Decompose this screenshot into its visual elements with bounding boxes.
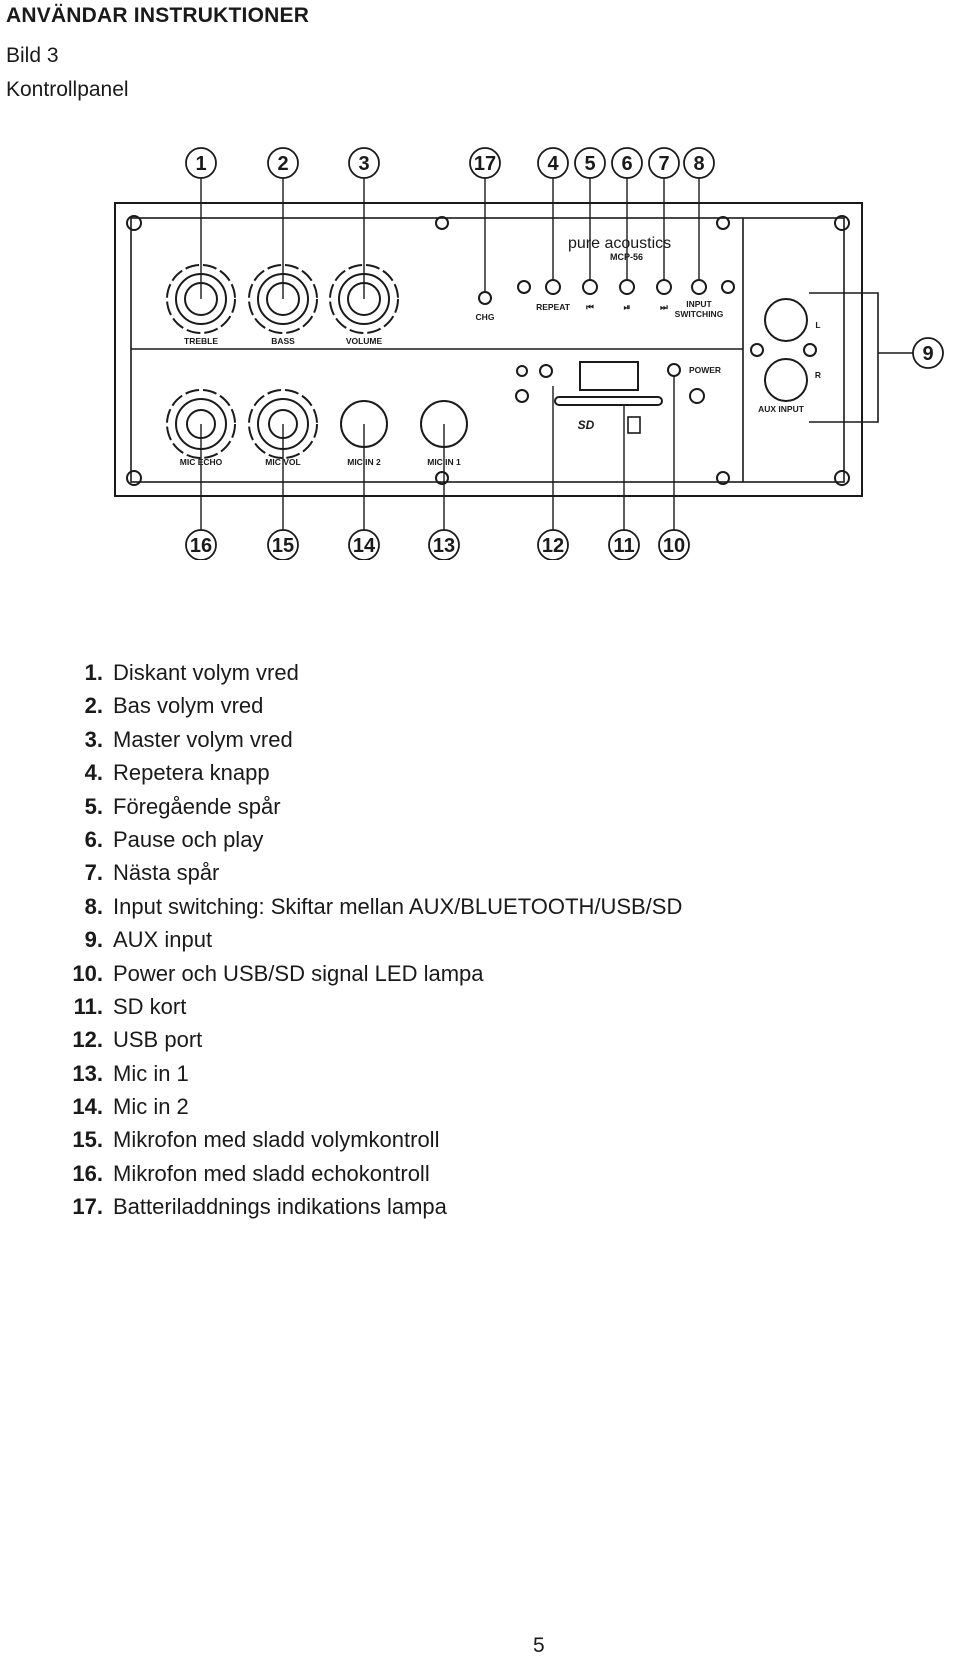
screw-holes	[126, 215, 850, 486]
prev-track-icon: ⏮	[586, 302, 594, 312]
list-item-number: 16.	[72, 1160, 103, 1186]
chg-led	[478, 291, 492, 305]
list-item-text: SD kort	[113, 993, 187, 1019]
callout-14: 14	[353, 535, 376, 557]
callout-16: 16	[190, 535, 212, 557]
callout-1: 1	[195, 153, 206, 175]
mic-in-2-label: MIC IN 2	[347, 457, 381, 467]
mic-vol-label: MIC VOL	[265, 457, 300, 467]
leader-lines-top	[200, 178, 700, 299]
figure-label: Bild 3	[6, 44, 59, 67]
page-number: 5	[533, 1634, 545, 1657]
list-item-number: 5.	[84, 793, 103, 819]
callout-9: 9	[922, 343, 933, 365]
callout-6: 6	[621, 153, 632, 175]
list-item-text: Pause och play	[113, 826, 264, 852]
chg-label: CHG	[476, 312, 495, 322]
list-item-number: 14.	[72, 1094, 103, 1120]
control-panel-diagram: 1 2 3 17 4 5 6 7 8 16 15 14 13 12 11 10 …	[114, 147, 944, 560]
bass-label: BASS	[271, 336, 295, 346]
panel-inner	[130, 217, 845, 483]
list-item-text: Mikrofon med sladd echokontroll	[113, 1160, 430, 1186]
list-item-text: USB port	[113, 1027, 203, 1053]
page-title: ANVÄNDAR INSTRUKTIONER	[6, 4, 310, 27]
list-item-number: 2.	[84, 693, 103, 719]
input-label: INPUT	[686, 299, 712, 309]
list-item-number: 15.	[72, 1127, 103, 1153]
list-item-text: Batteriladdnings indikations lampa	[113, 1194, 447, 1220]
list-item-text: Mikrofon med sladd volymkontroll	[113, 1127, 440, 1153]
list-item-text: Master volym vred	[113, 726, 293, 752]
list-item-number: 6.	[84, 826, 103, 852]
list-item-number: 8.	[84, 893, 103, 919]
list-item-text: Nästa spår	[113, 860, 220, 886]
treble-label: TREBLE	[184, 336, 218, 346]
list-item-text: AUX input	[113, 927, 213, 953]
mic-echo-label: MIC ECHO	[180, 457, 223, 467]
brand-logo: pure acoustics	[568, 235, 671, 252]
panel-outline	[114, 202, 863, 497]
list-item-number: 17.	[72, 1194, 103, 1220]
power-label: POWER	[689, 365, 721, 375]
aux-input-label: AUX INPUT	[758, 404, 805, 414]
model-label: MCP-56	[610, 252, 643, 262]
leader-lines-bottom	[200, 376, 675, 530]
sd-logo: SD	[578, 418, 595, 432]
list-item-number: 10.	[72, 960, 103, 986]
callout-2: 2	[277, 153, 288, 175]
control-buttons	[517, 279, 735, 295]
aux-r-jack	[764, 358, 808, 402]
list-item-number: 13.	[72, 1060, 103, 1086]
callout-12: 12	[542, 535, 564, 557]
callout-3: 3	[358, 153, 369, 175]
aux-r-label: R	[815, 370, 821, 380]
list-item-number: 7.	[84, 860, 103, 886]
list-item-text: Mic in 2	[113, 1094, 189, 1120]
switching-label: SWITCHING	[675, 309, 724, 319]
repeat-label: REPEAT	[536, 302, 571, 312]
list-item-text: Repetera knapp	[113, 760, 270, 786]
callout-5: 5	[584, 153, 595, 175]
figure-caption: Kontrollpanel	[6, 78, 129, 101]
list-item-text: Diskant volym vred	[113, 660, 299, 685]
list-item-number: 9.	[84, 927, 103, 953]
list-item-text: Mic in 1	[113, 1060, 189, 1086]
aux-bracket	[809, 292, 879, 423]
callout-13: 13	[433, 535, 455, 557]
list-item-number: 12.	[72, 1027, 103, 1053]
list-item-text: Power och USB/SD signal LED lampa	[113, 960, 484, 986]
list-item-number: 1.	[84, 660, 103, 685]
aux-l-jack	[764, 298, 808, 342]
callout-15: 15	[272, 535, 294, 557]
display-window	[579, 361, 639, 391]
callout-circles	[185, 147, 944, 560]
volume-label: VOLUME	[346, 336, 383, 346]
callout-7: 7	[658, 153, 669, 175]
aux-l-label: L	[815, 320, 820, 330]
mic-in-1-label: MIC IN 1	[427, 457, 461, 467]
callout-11: 11	[613, 535, 634, 557]
play-pause-icon: ⏯	[624, 302, 631, 312]
power-led	[667, 363, 681, 377]
usb-port	[627, 416, 641, 434]
sd-card-slot	[554, 396, 663, 406]
list-item-text: Föregående spår	[113, 793, 281, 819]
list-item-text: Input switching: Skiftar mellan AUX/BLUE…	[113, 893, 683, 919]
callout-8: 8	[693, 153, 704, 175]
list-item-number: 11.	[73, 993, 103, 1019]
list-item-number: 3.	[84, 726, 103, 752]
list-item-number: 4.	[84, 760, 103, 786]
callout-17: 17	[474, 153, 496, 175]
callout-10: 10	[663, 535, 685, 557]
callout-4: 4	[547, 153, 559, 175]
next-track-icon: ⏭	[660, 302, 669, 312]
list-item-text: Bas volym vred	[113, 693, 264, 719]
